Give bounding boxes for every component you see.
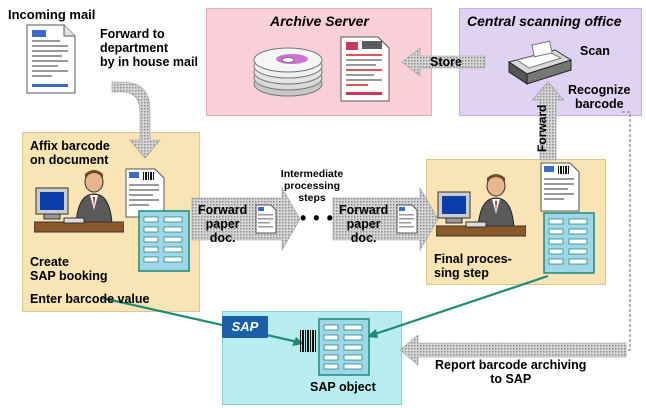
final-processing-label: Final proces- sing step bbox=[434, 252, 512, 280]
archived-document-icon bbox=[340, 36, 390, 102]
incoming-mail-title: Incoming mail bbox=[8, 7, 96, 22]
barcode-document-icon-2 bbox=[540, 162, 580, 212]
central-scanning-title: Central scanning office bbox=[467, 13, 622, 29]
sap-logo: SAP bbox=[222, 316, 268, 338]
barcode-icon bbox=[300, 330, 316, 352]
incoming-forward-text: Forward to department by in house mail bbox=[100, 27, 198, 69]
clerk-at-computer-icon-2 bbox=[436, 174, 526, 237]
forward-paper-arrow-1 bbox=[191, 186, 301, 252]
intermediate-steps-label: Intermediate processing steps bbox=[280, 168, 344, 204]
store-label: Store bbox=[430, 55, 462, 69]
final-to-sap-line bbox=[371, 274, 549, 337]
report-barcode-label: Report barcode archiving to SAP bbox=[435, 358, 587, 386]
sap-object-label: SAP object bbox=[310, 380, 376, 394]
incoming-mail-document-icon bbox=[26, 24, 76, 94]
incoming-forward-arrow bbox=[111, 81, 161, 159]
sap-form-icon-2 bbox=[543, 212, 595, 274]
intermediate-dots: • • • bbox=[300, 208, 334, 228]
clerk-at-computer-icon-1 bbox=[34, 170, 124, 233]
forward-up-label: Forward bbox=[535, 104, 549, 152]
paper-doc-icon-2 bbox=[396, 204, 418, 234]
scanner-icon bbox=[507, 40, 573, 85]
enter-barcode-label: Enter barcode value bbox=[30, 292, 150, 306]
forward-paper-label-1: Forward paper doc. bbox=[198, 203, 248, 245]
forward-paper-label-2: Forward paper doc. bbox=[339, 203, 389, 245]
paper-doc-icon-1 bbox=[255, 204, 277, 234]
forward-paper-arrow-2 bbox=[332, 186, 439, 252]
report-arrow bbox=[399, 334, 627, 366]
create-sap-booking-label: Create SAP booking bbox=[30, 255, 108, 283]
barcode-document-icon-1 bbox=[125, 168, 165, 218]
sap-object-form-icon bbox=[318, 318, 370, 376]
recognize-barcode-label: Recognize barcode bbox=[568, 83, 631, 111]
optical-disks-icon bbox=[253, 47, 323, 97]
affix-barcode-label: Affix barcode on document bbox=[30, 139, 110, 167]
store-arrow bbox=[401, 47, 486, 77]
scan-label: Scan bbox=[580, 44, 610, 58]
sap-form-icon-1 bbox=[138, 210, 190, 272]
forward-up-arrow bbox=[531, 81, 565, 161]
archive-server-title: Archive Server bbox=[270, 13, 369, 29]
